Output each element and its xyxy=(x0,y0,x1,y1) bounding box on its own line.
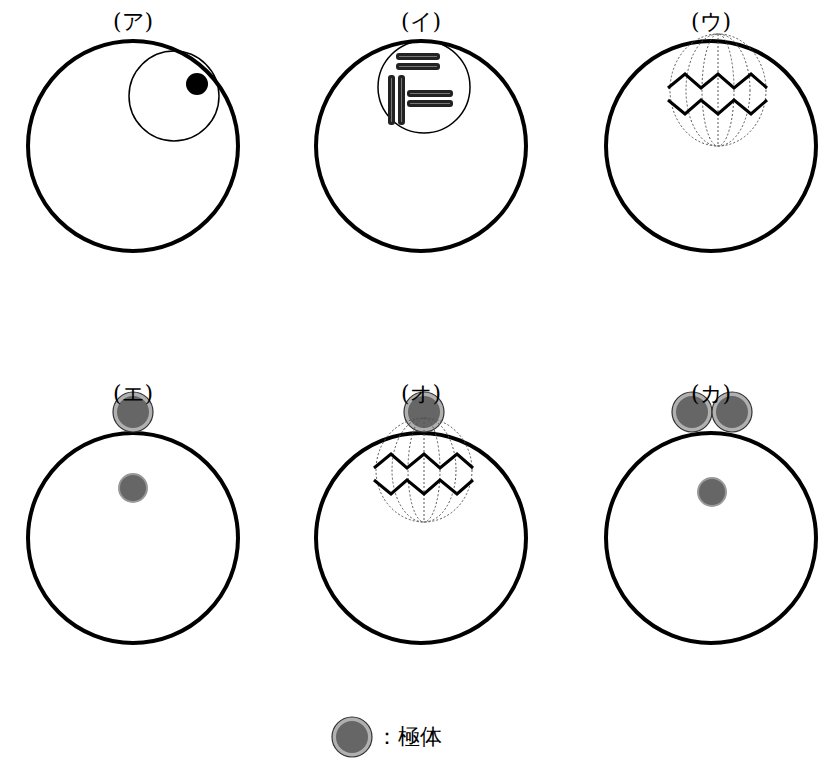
legend-symbol xyxy=(332,717,372,757)
panel-label: (カ) xyxy=(691,381,731,407)
oocyte-cell xyxy=(316,41,526,251)
panel-label: (オ) xyxy=(401,381,441,407)
panel-label: (エ) xyxy=(113,381,153,407)
nucleus xyxy=(378,41,470,133)
oocyte-cell xyxy=(606,433,816,643)
nucleus xyxy=(129,51,219,141)
oocyte-cell xyxy=(28,433,238,643)
legend-text: ：極体 xyxy=(376,724,442,750)
nucleus xyxy=(698,478,726,506)
oocyte-cell xyxy=(28,41,238,251)
oocyte-cell xyxy=(606,41,816,251)
chromosomes xyxy=(668,74,767,114)
spindle xyxy=(670,34,766,146)
oocyte-cell xyxy=(316,433,526,643)
nucleolus xyxy=(186,73,208,95)
spindle xyxy=(376,418,472,522)
chromosomes xyxy=(388,53,453,125)
panel-label: (イ) xyxy=(401,9,441,35)
panel-label: (ウ) xyxy=(691,9,731,35)
nucleus xyxy=(119,474,147,502)
panel-label: (ア) xyxy=(113,9,153,35)
chromosomes xyxy=(374,454,473,494)
